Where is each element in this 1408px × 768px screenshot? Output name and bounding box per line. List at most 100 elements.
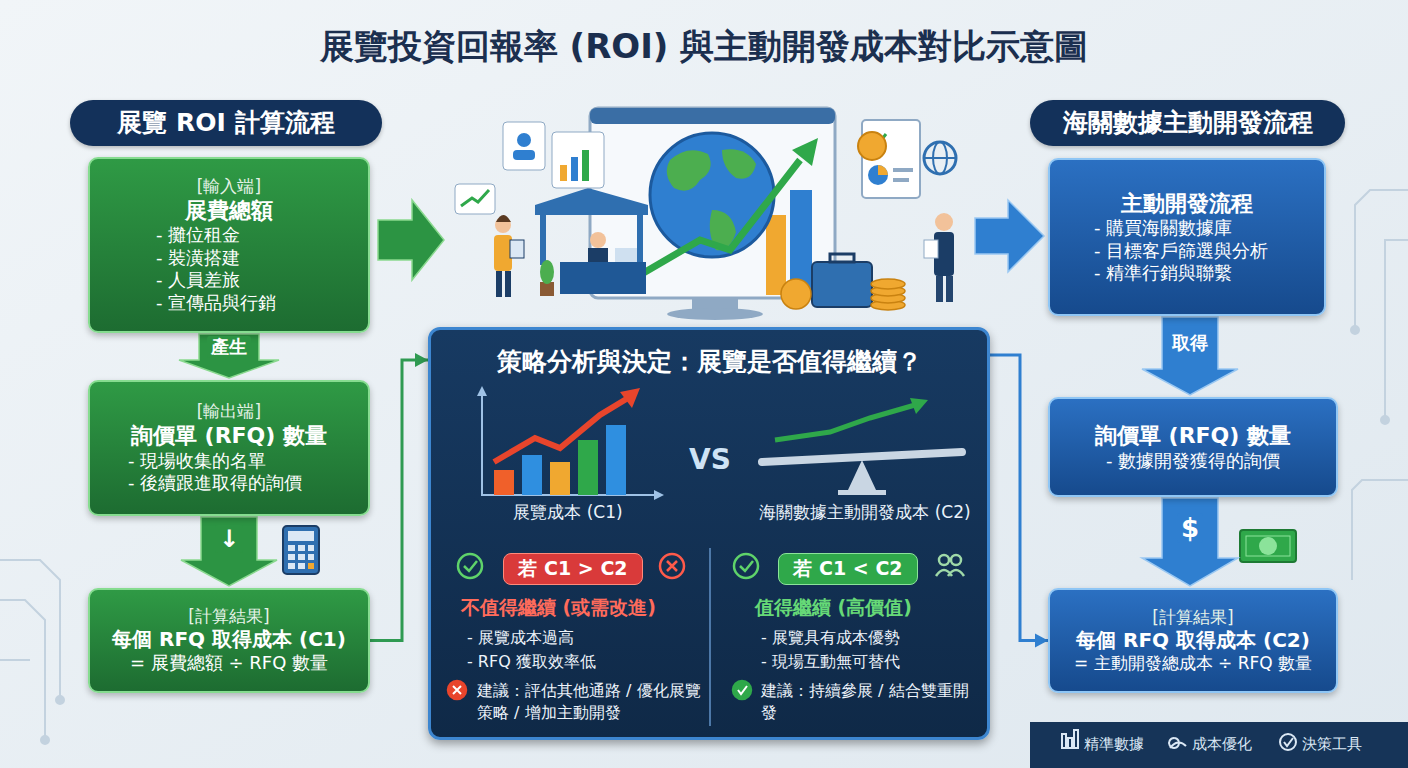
divider: [709, 548, 711, 726]
node-text: [輸出端]: [197, 401, 261, 422]
calculator-icon-part-part: [308, 554, 314, 560]
node-text: 海關數據主動開發成本 (C2): [735, 502, 995, 523]
cost-chart-part: [620, 388, 640, 408]
globe-monitor-illustration-part: [792, 138, 818, 166]
circuit-lines-part: [1385, 240, 1408, 420]
cost-chart-part: [482, 392, 658, 495]
connector: [181, 517, 277, 586]
calculator-icon-part: [283, 526, 319, 574]
edge-label: 取得: [1168, 332, 1212, 354]
node-text: - 數據開發獲得的詢價: [1106, 450, 1280, 473]
man-figure-part: [924, 240, 938, 258]
money-icon: [1240, 530, 1296, 562]
circuit-lines-part: [0, 659, 30, 661]
footer-icons-part: [1280, 734, 1296, 750]
node-text: 詢價單 (RFQ) 數量: [1095, 422, 1291, 450]
woman-figure-part: [496, 271, 502, 297]
footer-icons-part: [1284, 738, 1293, 746]
cards-part: [868, 165, 888, 185]
globe-monitor-illustration: [455, 108, 956, 320]
status-icons-part: [936, 570, 964, 576]
node-text: = 主動開發總成本 ÷ RFQ 數量: [1074, 653, 1312, 674]
section-header: 海關數據主動開發流程: [1030, 100, 1345, 146]
footer-icons-part: [1169, 738, 1186, 748]
status-icons-part: [740, 561, 753, 571]
node-text: - 購買海關數據庫: [1094, 217, 1232, 240]
calculator-icon-part: [288, 545, 314, 569]
woman-figure-part: [510, 240, 524, 258]
status-icons-part: [951, 555, 961, 565]
node-text: [輸入端]: [197, 176, 261, 197]
booth-part: [535, 188, 648, 215]
cost-chart-part: [606, 425, 626, 495]
man-figure-part: [935, 213, 953, 231]
node-text: - 人員差旅: [156, 269, 240, 292]
arrow-head: [415, 353, 428, 367]
cost-chart-part: [522, 455, 542, 495]
block-arrow: [181, 517, 277, 586]
coin-stack-part: [871, 279, 905, 289]
status-icons-part: [734, 554, 758, 578]
connector: [179, 334, 279, 378]
booth-part: [590, 232, 606, 248]
result-box: [計算結果]每個 RFQ 取得成本 (C1)= 展費總額 ÷ RFQ 數量: [88, 588, 370, 693]
process-box: 主動開發流程- 購買海關數據庫- 目標客戶篩選與分析- 精準行銷與聯繫: [1048, 158, 1326, 316]
seesaw-part: [910, 398, 928, 414]
calculator-icon-part-part: [298, 563, 305, 569]
status-icons-part: [464, 561, 477, 571]
circuit-lines-part: [0, 560, 60, 700]
cost-chart: [477, 386, 664, 500]
edge-label: ↓: [215, 525, 243, 553]
woman-figure-part: [505, 271, 511, 297]
cards-part: [461, 190, 489, 206]
cards-part: [893, 178, 909, 182]
condition-pill: 若 C1 > C2: [503, 553, 643, 585]
money-icon-part: [1259, 537, 1277, 555]
footer-icons-part: [1074, 730, 1078, 748]
edge-label: 產生: [207, 336, 251, 358]
booth-part: [615, 248, 637, 262]
cost-chart-part: [550, 462, 570, 495]
output-box: [輸出端]詢價單 (RFQ) 數量- 現場收集的名單- 後續跟進取得的詢價: [88, 380, 370, 516]
circuit-lines-part: [0, 600, 45, 740]
cost-chart-part: [494, 398, 628, 462]
connector: [990, 355, 1048, 648]
man-figure: [924, 213, 954, 302]
seesaw: [762, 398, 962, 495]
seesaw-part: [775, 405, 915, 440]
block-arrow: [179, 334, 279, 378]
cards-part: [517, 133, 531, 147]
calculator-icon-part-part: [308, 545, 314, 551]
node-text: - 攤位租金: [156, 224, 240, 247]
edge-label: $: [1177, 513, 1203, 543]
cost-chart-part: [494, 470, 514, 495]
footer-icons-part: [1062, 734, 1066, 748]
calculator-icon-part-part: [308, 563, 314, 569]
connector: [370, 353, 428, 641]
plant-part: [540, 260, 554, 284]
node-text: [計算結果]: [1152, 607, 1233, 628]
footer-label: 精準數據: [1084, 735, 1144, 754]
globe-monitor-illustration-part: [667, 308, 763, 320]
node-text: 展費總額: [185, 197, 273, 225]
status-icons: [448, 554, 964, 699]
calculator-icon-part-part: [298, 545, 305, 551]
globe-monitor-illustration-part: [924, 157, 956, 159]
footer-band: [1030, 722, 1408, 768]
booth: [535, 188, 648, 294]
node-text: 建議：評估其他通路 / 優化展覽策略 / 增加主動開發: [477, 680, 709, 723]
globe-monitor-illustration-part: [830, 254, 854, 262]
status-icons-part: [660, 554, 684, 578]
decision-panel: 策略分析與決定：展覽是否值得繼續？展覽成本 (C1)VS海關數據主動開發成本 (…: [428, 327, 990, 740]
result-box: [計算結果]每個 RFQ 取得成本 (C2)= 主動開發總成本 ÷ RFQ 數量: [1048, 588, 1338, 693]
globe-monitor-illustration-part: [722, 149, 756, 178]
coin-stack: [781, 279, 905, 310]
coin-icon: [858, 132, 886, 160]
status-icons-part: [458, 554, 482, 578]
seesaw-part: [838, 490, 886, 495]
calculator-icon-part-part: [298, 554, 305, 560]
node-text: 展覽 ROI 計算流程: [117, 107, 334, 138]
arrow-head: [1035, 634, 1048, 648]
globe-icon: [924, 142, 956, 174]
